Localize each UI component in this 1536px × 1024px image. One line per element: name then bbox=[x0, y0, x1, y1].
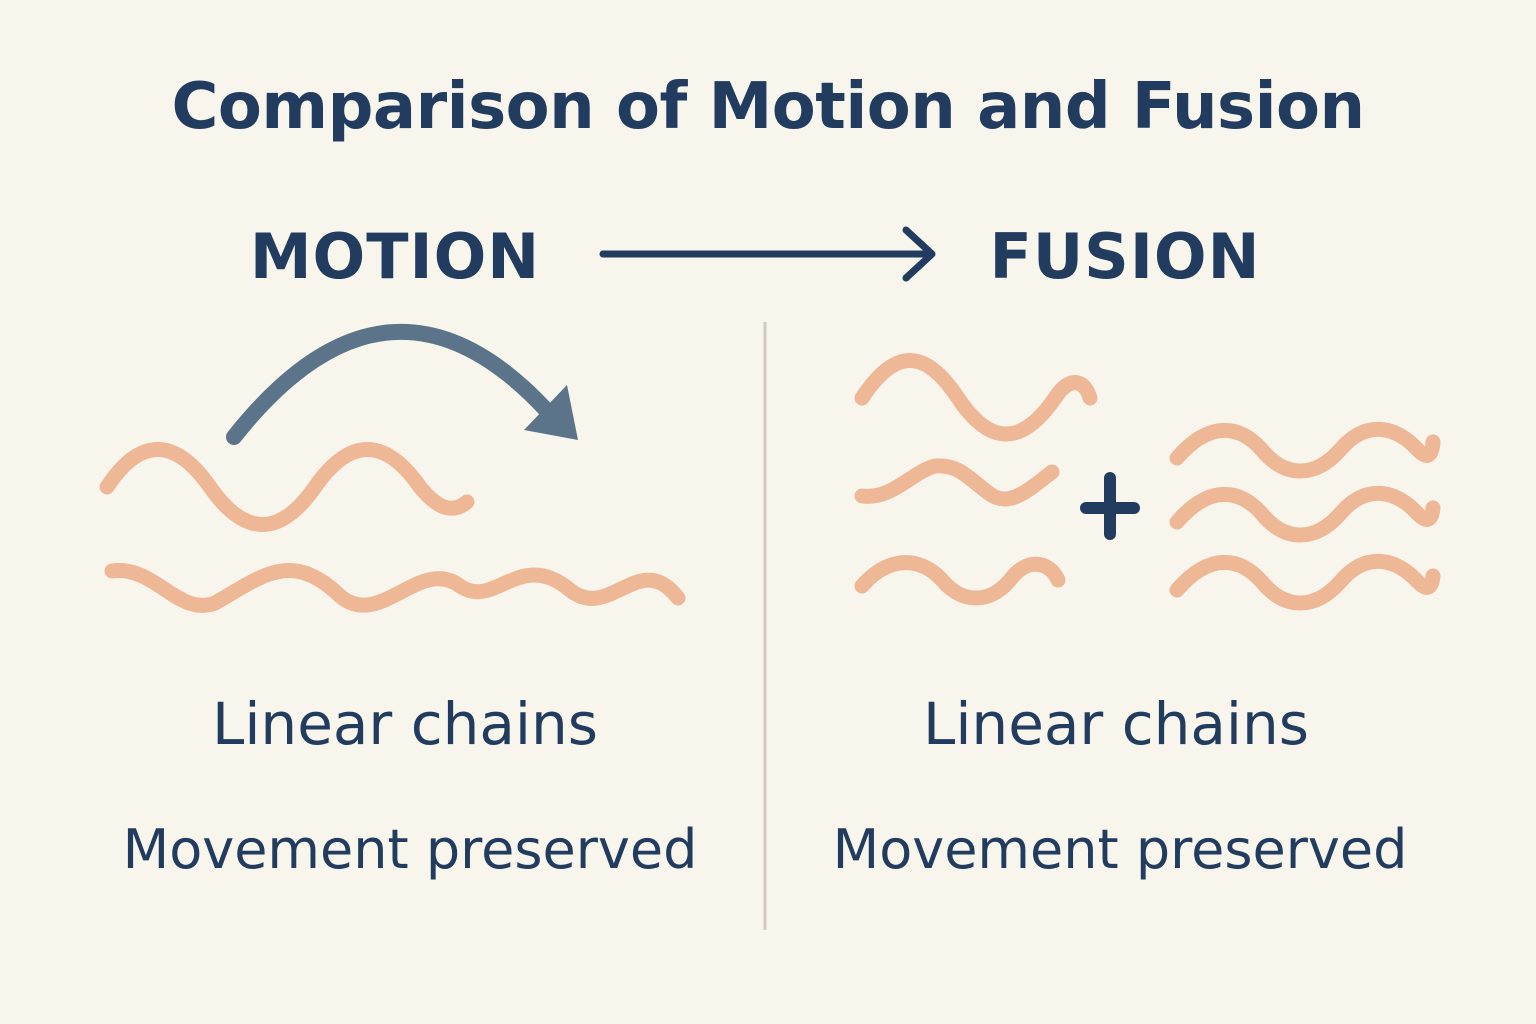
fusion-caption: Linear chains bbox=[923, 690, 1309, 758]
motion-chain-top bbox=[99, 442, 475, 532]
right-arrow-icon bbox=[599, 226, 936, 282]
fusion-subcaption: Movement preserved bbox=[832, 818, 1408, 881]
plus-icon bbox=[1080, 472, 1140, 540]
fusion-heading: FUSION bbox=[989, 220, 1261, 293]
motion-caption: Linear chains bbox=[212, 690, 598, 758]
page-title: Comparison of Motion and Fusion bbox=[171, 70, 1365, 144]
fusion-chain-right-1 bbox=[1169, 421, 1441, 479]
motion-heading: MOTION bbox=[249, 220, 541, 293]
fusion-chain-left-2 bbox=[854, 458, 1060, 507]
fusion-chain-right-2 bbox=[1169, 485, 1441, 543]
fusion-chain-left-3 bbox=[854, 555, 1066, 606]
fusion-chain-right-3 bbox=[1169, 553, 1441, 611]
fusion-chain-left-1 bbox=[854, 353, 1098, 442]
motion-subcaption: Movement preserved bbox=[122, 818, 698, 881]
motion-chain-bottom bbox=[104, 563, 686, 613]
curved-arrow-icon bbox=[226, 323, 578, 445]
